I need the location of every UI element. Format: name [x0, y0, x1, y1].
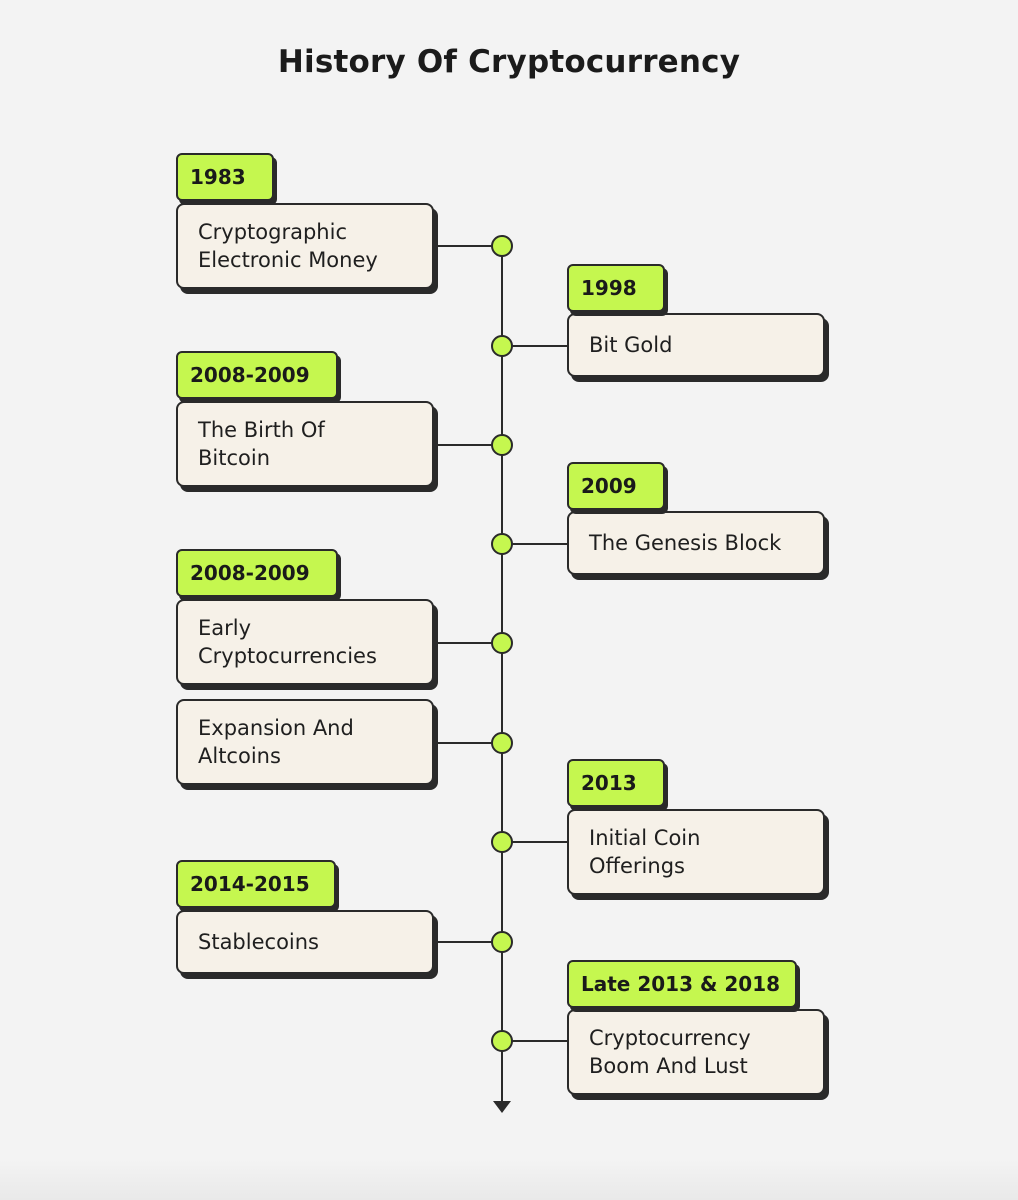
year-badge: 2008-2009 [176, 351, 338, 399]
connector-line [434, 742, 502, 744]
connector-line [434, 444, 502, 446]
year-badge: 1998 [567, 264, 665, 312]
event-label: The Genesis Block [589, 531, 782, 555]
connector-line [502, 345, 567, 347]
event-card: The Birth Of Bitcoin [176, 401, 434, 487]
event-label: Cryptographic Electronic Money [198, 220, 378, 272]
event-label: Bit Gold [589, 333, 673, 357]
timeline-dot [491, 732, 513, 754]
timeline-axis [501, 236, 503, 1104]
timeline-dot [491, 434, 513, 456]
year-badge: 1983 [176, 153, 274, 201]
event-card: The Genesis Block [567, 511, 825, 575]
year-badge: 2009 [567, 462, 665, 510]
connector-line [502, 543, 567, 545]
connector-line [434, 245, 502, 247]
event-label: Cryptocurrency Boom And Lust [589, 1026, 751, 1078]
event-card: Early Cryptocurrencies [176, 599, 434, 685]
event-card: Expansion And Altcoins [176, 699, 434, 785]
event-card: Cryptographic Electronic Money [176, 203, 434, 289]
timeline-dot [491, 632, 513, 654]
event-label: Initial Coin Offerings [589, 826, 701, 878]
event-label: Early Cryptocurrencies [198, 616, 377, 668]
year-badge: Late 2013 & 2018 [567, 960, 797, 1008]
year-badge: 2014-2015 [176, 860, 336, 908]
timeline-dot [491, 931, 513, 953]
connector-line [502, 1040, 567, 1042]
timeline-dot [491, 335, 513, 357]
page-title: History Of Cryptocurrency [277, 44, 741, 80]
bottom-fade [0, 1160, 1018, 1200]
timeline-dot [491, 235, 513, 257]
event-card: Initial Coin Offerings [567, 809, 825, 895]
event-card: Stablecoins [176, 910, 434, 974]
event-label: The Birth Of Bitcoin [198, 418, 325, 470]
timeline-arrow-icon [493, 1101, 511, 1113]
timeline-dot [491, 533, 513, 555]
event-card: Bit Gold [567, 313, 825, 377]
event-card: Cryptocurrency Boom And Lust [567, 1009, 825, 1095]
timeline-dot [491, 1030, 513, 1052]
year-badge: 2008-2009 [176, 549, 338, 597]
event-label: Expansion And Altcoins [198, 716, 354, 768]
connector-line [434, 642, 502, 644]
connector-line [502, 841, 567, 843]
event-label: Stablecoins [198, 930, 319, 954]
connector-line [434, 941, 502, 943]
timeline-dot [491, 831, 513, 853]
year-badge: 2013 [567, 759, 665, 807]
